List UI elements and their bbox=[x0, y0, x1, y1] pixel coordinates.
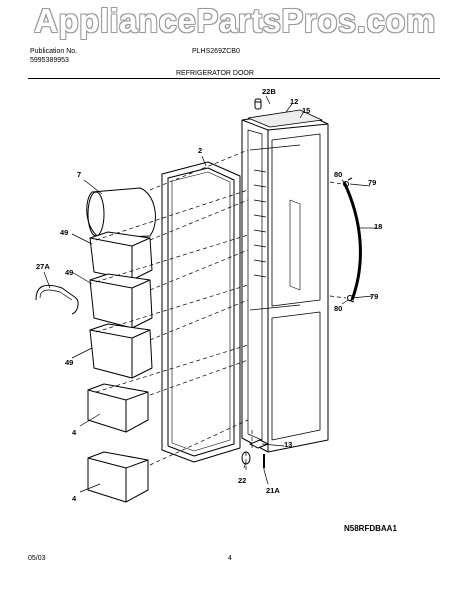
door-gasket-drawing bbox=[161, 161, 241, 463]
publication-number: 5995389953 bbox=[30, 57, 69, 64]
section-title: REFRIGERATOR DOOR bbox=[176, 70, 254, 77]
door-shelves-drawing bbox=[87, 383, 149, 503]
callout-15: 15 bbox=[302, 106, 311, 115]
callout-80-upper: 80 bbox=[334, 170, 343, 179]
callout-49-top: 49 bbox=[60, 228, 69, 237]
publication-label: Publication No. bbox=[30, 48, 78, 55]
callout-18: 18 bbox=[374, 222, 383, 231]
callout-4-upper: 4 bbox=[72, 428, 77, 437]
rail-drawing bbox=[35, 284, 79, 315]
callout-12: 12 bbox=[290, 97, 299, 106]
callout-22b: 22B bbox=[262, 87, 276, 96]
callout-79-upper: 79 bbox=[368, 178, 377, 187]
footer-date: 05/03 bbox=[28, 555, 46, 562]
callout-21a: 21A bbox=[266, 486, 280, 495]
callout-80-lower: 80 bbox=[334, 304, 343, 313]
header-rule bbox=[28, 78, 440, 79]
leader-lines bbox=[43, 95, 376, 493]
door-handle-drawing bbox=[342, 177, 362, 303]
diagram-code: N58RFDBAA1 bbox=[344, 524, 397, 533]
bin-cover-drawing bbox=[86, 187, 156, 239]
page-number: 4 bbox=[228, 555, 232, 562]
door-bins-drawing bbox=[89, 231, 153, 379]
callout-22: 22 bbox=[238, 476, 247, 485]
alignment-lines bbox=[95, 149, 347, 470]
callout-4-lower: 4 bbox=[72, 494, 77, 503]
callout-13: 13 bbox=[284, 440, 293, 449]
callout-79-lower: 79 bbox=[370, 292, 379, 301]
callout-7: 7 bbox=[77, 170, 82, 179]
callout-49-middle: 49 bbox=[65, 268, 74, 277]
callout-2: 2 bbox=[198, 146, 203, 155]
door-liner-drawing bbox=[241, 98, 329, 453]
callout-27a: 27A bbox=[36, 262, 50, 271]
callout-49-bottom: 49 bbox=[65, 358, 74, 367]
model-number: PLHS269ZCB0 bbox=[192, 48, 240, 55]
watermark-logo: AppliancePartsPros.com bbox=[34, 2, 436, 39]
